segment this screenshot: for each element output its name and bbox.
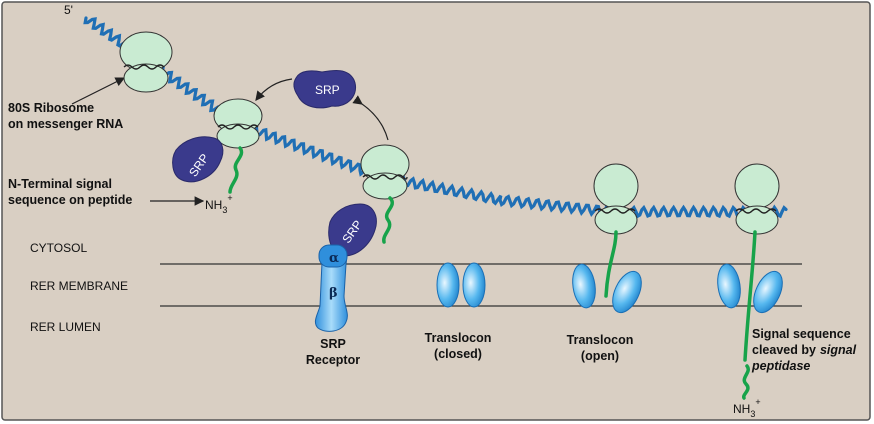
translocon-closed-label-line-2: (closed) [434,347,482,361]
mrna-strand [83,16,788,220]
cleaved-signal-peptide [742,364,750,400]
translocon-open-label-line-2: (open) [581,349,619,363]
nh3-subscript-2: 3 [750,409,755,419]
peptide-ribosome-2 [228,146,244,194]
translocon-open-label-line-1: Translocon [567,333,634,347]
nh3-label-1: NH3+ [205,193,233,215]
peptide-ribosome-4 [604,230,618,298]
mrna-wave-path [83,16,788,220]
ribosome-3 [360,144,410,200]
svg-text:NH3+: NH3+ [733,397,761,419]
nh3-superscript-2: + [755,397,760,407]
ribosome-label-line-1: 80S Ribosome [8,101,94,115]
srp-receptor [314,244,348,332]
cleaved-label-line-2: cleaved by signal [752,343,857,357]
peptide-ribosome-3 [382,196,394,244]
srp-free-label: SRP [315,83,340,97]
cleaved-label-line-1: Signal sequence [752,327,851,341]
svg-text:NH3+: NH3+ [205,193,233,215]
nterm-label-line-2: sequence on peptide [8,193,132,207]
srp-receptor-label-line-2: Receptor [306,353,360,367]
ribosome-label-line-2: on messenger RNA [8,117,123,131]
ribosome-1 [119,31,173,93]
nh3-text: NH [205,198,222,212]
ribosome-2 [213,98,263,149]
ribosome-pointer-arrow [71,77,126,105]
srp-release-arrow [255,78,293,101]
nterm-label-line-1: N-Terminal signal [8,177,112,191]
ribosome-4 [593,163,639,235]
cleaved-by-text: cleaved by [752,343,816,357]
srp-free [293,69,356,109]
cleaved-signal-italic: signal [820,343,857,357]
nh3-label-2: NH3+ [733,397,761,419]
translocon-closed [436,262,486,308]
region-cytosol: CYTOSOL [30,241,87,255]
region-rer-membrane: RER MEMBRANE [30,279,128,293]
beta-label: β [329,286,338,301]
ribosome-5 [734,163,780,235]
peptide-ribosome-5 [743,230,757,362]
alpha-label: α [329,251,339,266]
cleaved-label-line-3: peptidase [751,359,810,373]
region-rer-lumen: RER LUMEN [30,320,101,334]
translocon-cleaving [717,263,783,314]
translocon-closed-label-line-1: Translocon [425,331,492,345]
nascent-peptides [228,146,757,400]
nh3-subscript: 3 [222,205,227,215]
srp-recycle-arrow [352,95,389,141]
translocon-open [572,263,642,314]
nh3-superscript: + [227,193,232,203]
nh3-text-2: NH [733,402,750,416]
srp-receptor-label-line-1: SRP [320,337,346,351]
five-prime-label: 5' [64,3,73,17]
srp-bound-ribosome-2 [172,136,224,183]
